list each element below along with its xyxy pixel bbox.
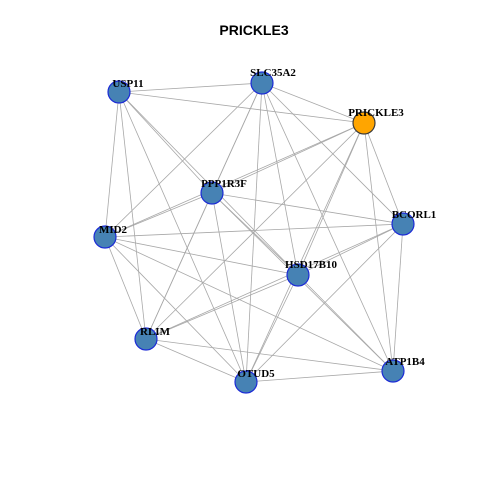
node-label-atp1b4: ATP1B4 [385, 356, 425, 368]
edge-hsd17b10-rlim [145, 274, 299, 340]
node-label-otud5: OTUD5 [237, 368, 275, 380]
edge-slc35a2-prickle3 [261, 82, 365, 124]
node-rlim[interactable] [134, 327, 158, 351]
node-label-usp11: USP11 [112, 78, 143, 90]
edge-bcorl1-hsd17b10 [297, 223, 404, 276]
edge-bcorl1-rlim [145, 223, 404, 340]
edge-mid2-otud5 [104, 236, 247, 383]
node-usp11[interactable] [107, 80, 131, 104]
node-label-hsd17b10: HSD17B10 [285, 259, 337, 271]
edge-prickle3-ppp1r3f [211, 122, 365, 194]
edge-mid2-bcorl1 [104, 223, 404, 238]
edge-usp11-rlim [118, 91, 147, 340]
edge-ppp1r3f-otud5 [211, 192, 247, 383]
edge-usp11-ppp1r3f [118, 91, 213, 194]
node-label-ppp1r3f: PPP1R3F [201, 178, 247, 190]
edge-rlim-otud5 [145, 338, 247, 383]
edge-slc35a2-bcorl1 [261, 82, 404, 225]
node-atp1b4[interactable] [381, 359, 405, 383]
edge-ppp1r3f-mid2 [104, 192, 213, 238]
node-ppp1r3f[interactable] [200, 181, 224, 205]
node-label-mid2: MID2 [99, 224, 128, 236]
edge-prickle3-bcorl1 [363, 122, 404, 225]
edge-usp11-mid2 [104, 91, 120, 238]
edge-rlim-atp1b4 [145, 338, 394, 372]
edge-prickle3-hsd17b10 [297, 122, 365, 276]
node-label-bcorl1: BCORL1 [392, 209, 437, 221]
edge-prickle3-mid2 [104, 122, 365, 238]
edge-hsd17b10-atp1b4 [297, 274, 394, 372]
node-layer [93, 71, 415, 394]
edge-layer [104, 82, 404, 383]
edge-slc35a2-mid2 [104, 82, 263, 238]
node-mid2[interactable] [93, 225, 117, 249]
edge-usp11-prickle3 [118, 91, 365, 124]
node-label-slc35a2: SLC35A2 [250, 67, 296, 79]
node-slc35a2[interactable] [250, 71, 274, 95]
node-otud5[interactable] [234, 370, 258, 394]
node-label-rlim: RLIM [140, 326, 171, 338]
edge-prickle3-rlim [145, 122, 365, 340]
edge-otud5-atp1b4 [245, 370, 394, 383]
edge-mid2-hsd17b10 [104, 236, 299, 276]
edge-slc35a2-hsd17b10 [261, 82, 299, 276]
edge-usp11-otud5 [118, 91, 247, 383]
edge-bcorl1-atp1b4 [392, 223, 404, 372]
diagram-title: PRICKLE3 [219, 22, 288, 38]
edge-usp11-slc35a2 [118, 82, 263, 93]
edge-prickle3-otud5 [245, 122, 365, 383]
edge-hsd17b10-otud5 [245, 274, 299, 383]
node-label-prickle3: PRICKLE3 [348, 107, 404, 119]
edge-ppp1r3f-bcorl1 [211, 192, 404, 225]
node-prickle3[interactable] [352, 111, 376, 135]
edge-ppp1r3f-rlim [145, 192, 213, 340]
edge-prickle3-atp1b4 [363, 122, 394, 372]
edge-mid2-rlim [104, 236, 147, 340]
node-bcorl1[interactable] [391, 212, 415, 236]
node-hsd17b10[interactable] [286, 263, 310, 287]
edge-mid2-atp1b4 [104, 236, 394, 372]
